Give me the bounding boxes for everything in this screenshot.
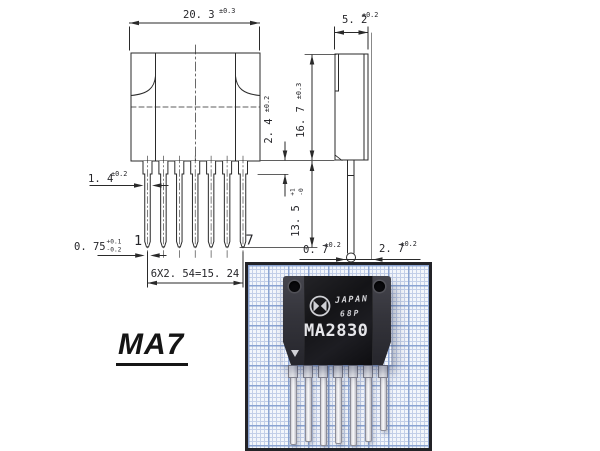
- pin1-triangle-marker: [291, 350, 299, 357]
- pin-1-label: 1: [134, 233, 142, 249]
- chip-left-tab: [283, 276, 305, 365]
- front-view: [89, 20, 261, 288]
- package-name-caption: MA7: [116, 328, 189, 366]
- dim-lead-length-tolplus: +1: [290, 188, 297, 196]
- chip-part-number-text: MA2830: [304, 321, 369, 341]
- dim-shoulder-length-tol: ±0.2: [263, 96, 271, 112]
- photo-pin: [304, 377, 312, 442]
- dim-lead-thickness-side-tol: ±0.2: [325, 241, 341, 249]
- dim-overall-width-tol: ±0.3: [219, 7, 235, 15]
- component-photo: JAPAN 68P MA2830: [245, 262, 432, 451]
- photo-pin: [289, 377, 297, 445]
- dimension-texts: 20. 3 ±0.3 5. 2 ±0.2 1. 4 ±0.2 0. 75 +0.…: [74, 7, 417, 280]
- pin-7-label: 7: [246, 233, 254, 249]
- lead-centerlines: [147, 155, 244, 260]
- chip-package: JAPAN 68P MA2830: [283, 276, 391, 365]
- dim-lead-offset: 2. 7: [379, 243, 404, 255]
- dim-body-height-tol: ±0.3: [295, 83, 303, 99]
- photo-pin: [349, 377, 357, 446]
- dim-lead-length: 13. 5: [290, 205, 302, 237]
- height-dimensions: [239, 54, 337, 248]
- dim-lead-thickness-front-tolplus: +0.1: [107, 239, 122, 246]
- photo-pin: [379, 377, 387, 431]
- photo-pin: [319, 377, 327, 446]
- dim-lead-pitch: 6X2. 54=15. 24: [151, 268, 240, 280]
- mounting-hole-right: [374, 281, 385, 292]
- dim-lead-offset-tol: ±0.2: [401, 240, 417, 248]
- side-view: [299, 26, 421, 263]
- dim-lead-thickness-front: 0. 75: [74, 241, 106, 253]
- chip-lot-code-text: 68P: [339, 308, 361, 319]
- dim-lead-length-tolminus: -0: [298, 188, 305, 196]
- chip-origin-text: JAPAN: [334, 294, 369, 306]
- photo-pin: [364, 377, 372, 442]
- dim-shoulder-length: 2. 4: [263, 118, 275, 143]
- dim-lead-thickness-side: 0. 7: [303, 244, 328, 256]
- graph-paper: JAPAN 68P MA2830: [248, 265, 429, 448]
- dim-lead-width: 1. 4: [88, 173, 113, 185]
- dim-lead-width-tol: ±0.2: [111, 170, 127, 178]
- dim-body-thickness: 5. 2: [342, 14, 367, 26]
- dim-body-height: 16. 7: [295, 106, 307, 138]
- mounting-hole-left: [289, 281, 300, 292]
- dim-overall-width: 20. 3: [183, 9, 215, 21]
- dim-lead-thickness-front-tolminus: -0.2: [107, 247, 122, 254]
- dim-body-thickness-tol: ±0.2: [362, 11, 378, 19]
- photo-pin: [334, 377, 342, 444]
- manufacturer-logo-icon: [309, 295, 331, 317]
- chip-mold-body: [304, 276, 373, 365]
- chip-right-tab: [369, 276, 391, 365]
